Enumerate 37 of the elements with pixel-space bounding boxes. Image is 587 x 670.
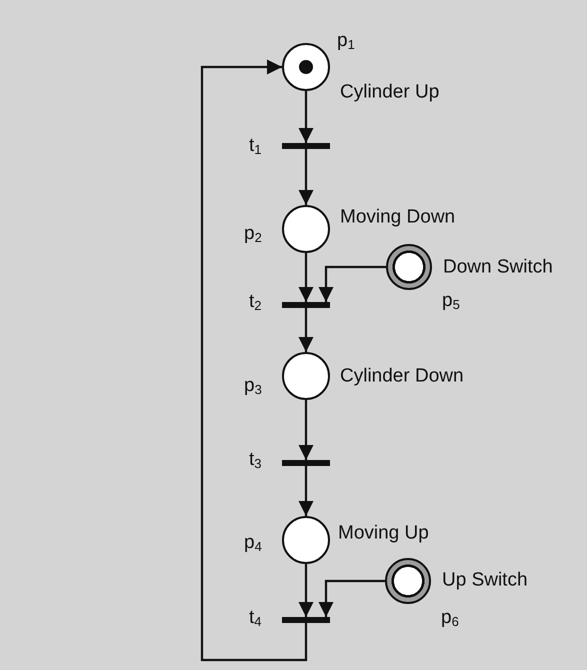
- arrow: [298, 400, 314, 460]
- node-caption: p$_{6}$: [441, 608, 459, 628]
- arrow: [318, 266, 386, 302]
- arrow: [318, 580, 385, 617]
- node-caption: t$_{4}$: [249, 608, 262, 628]
- node-caption: p$_{4}$: [244, 533, 262, 553]
- node-caption: Up Switch: [442, 570, 528, 590]
- place-circle: [282, 43, 330, 91]
- node-caption: p$_{3}$: [244, 376, 262, 396]
- arrow: [298, 308, 314, 352]
- node-caption: Cylinder Down: [340, 366, 464, 386]
- transition-bar: [282, 302, 330, 308]
- arrow: [298, 253, 314, 302]
- place-circle: [282, 516, 330, 564]
- place-circle: [282, 352, 330, 400]
- transition-bar: [282, 617, 330, 623]
- node-caption: Moving Up: [338, 524, 429, 542]
- node-caption: p$_{5}$: [442, 291, 460, 311]
- node-caption: Down Switch: [443, 258, 553, 276]
- transition-bar: [282, 460, 330, 466]
- arrow: [298, 91, 314, 143]
- node-caption: t$_{1}$: [249, 136, 262, 156]
- arrow: [200, 60, 308, 662]
- node-caption: Moving Down: [340, 208, 456, 226]
- arrow: [298, 466, 314, 516]
- node-caption: Cylinder Up: [340, 82, 440, 102]
- transition-bar: [282, 143, 330, 149]
- token-dot: [298, 60, 312, 74]
- arrow: [298, 564, 314, 617]
- input-place-circle: [386, 244, 432, 290]
- arrow: [298, 149, 314, 205]
- node-caption: p$_{1}$: [337, 31, 355, 51]
- node-caption: t$_{3}$: [249, 450, 262, 470]
- node-caption: p$_{2}$: [244, 224, 262, 244]
- input-place-circle: [385, 558, 431, 604]
- place-circle: [282, 205, 330, 253]
- node-caption: t$_{2}$: [249, 292, 262, 312]
